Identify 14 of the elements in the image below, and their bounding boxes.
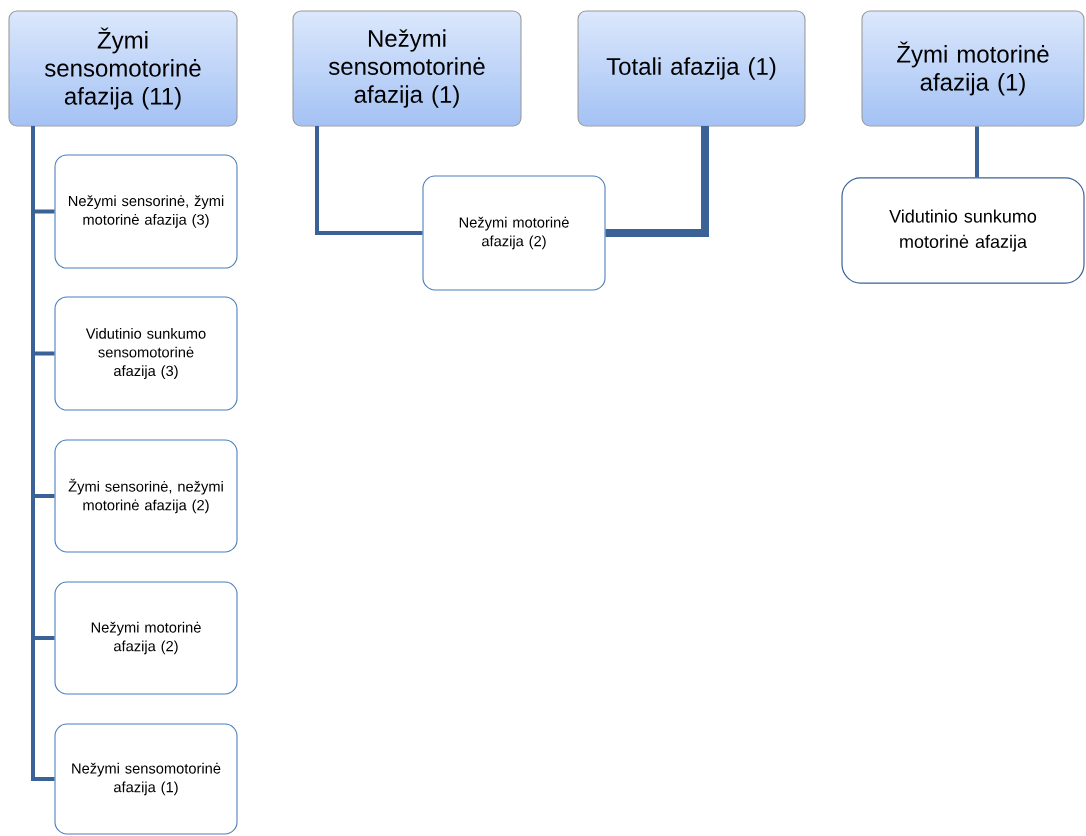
category-box: Nežymi sensorinė, žymi motorinė afazija (3) <box>54 154 238 269</box>
heading-box: Žymi motorinė afazija (1) <box>861 10 1085 127</box>
connector-line <box>975 126 979 178</box>
category-box: Žymi sensorinė, nežymi motorinė afazija (2) <box>54 439 238 553</box>
category-box: Nežymi motorinė afazija (2) <box>422 175 606 291</box>
category-box: Nežymi sensomotorinė afazija (1) <box>54 723 238 835</box>
category-box: Vidutinio sunkumo motorinė afazija <box>841 177 1085 284</box>
connector-line <box>31 126 55 781</box>
heading-box: Totali afazija (1) <box>577 10 806 127</box>
category-box: Nežymi motorinė afazija (2) <box>54 581 238 695</box>
heading-box: Nežymi sensomotorinė afazija (1) <box>292 10 522 127</box>
heading-box: Žymi sensomotorinė afazija (11) <box>8 10 238 127</box>
category-box: Vidutinio sunkumo sensomotorinė afazija (3) <box>54 296 238 411</box>
connector-line <box>315 126 423 235</box>
